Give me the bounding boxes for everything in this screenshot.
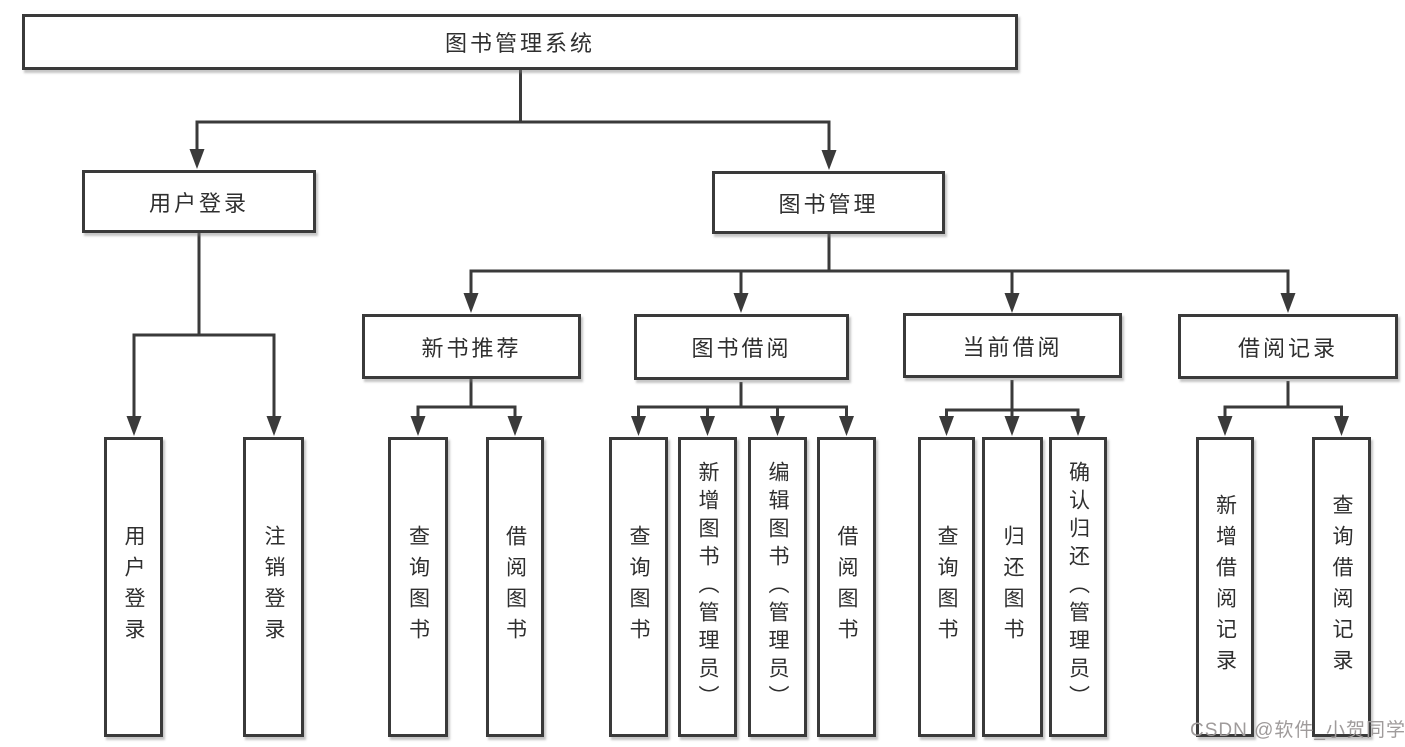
node-root-label: 图书管理系统: [444, 31, 595, 56]
leaf-label: 借阅图书: [835, 525, 858, 649]
arrow-down-icon: [266, 416, 282, 436]
node-borrow-records-label: 借阅记录: [1237, 335, 1338, 361]
arrow-down-icon: [1004, 416, 1020, 436]
leaf-label: 查询图书: [935, 525, 958, 649]
node-current-borrow: 当前借阅: [903, 313, 1122, 378]
book-borrow-connector: [631, 382, 854, 436]
node-borrow-records: 借阅记录: [1178, 314, 1398, 379]
leaf-label: 确认归还（管理员）: [1066, 461, 1090, 713]
arrow-down-icon: [733, 293, 749, 313]
node-book-management-label: 图书管理: [778, 191, 879, 217]
leaf-query-books: 查询图书: [609, 437, 668, 737]
node-current-borrow-label: 当前借阅: [962, 334, 1063, 360]
leaf-query-books: 查询图书: [918, 437, 975, 737]
leaf-label: 查询图书: [627, 525, 650, 649]
leaf-logout: 注销登录: [243, 437, 304, 737]
leaf-label: 注销登录: [262, 525, 285, 649]
node-root: 图书管理系统: [22, 14, 1018, 70]
leaf-borrow-books: 借阅图书: [486, 437, 544, 737]
borrow-records-connector: [1217, 381, 1349, 436]
leaf-borrow-books: 借阅图书: [817, 437, 876, 737]
leaf-label: 用户登录: [122, 525, 145, 649]
new-book-recommend-connector: [410, 379, 523, 436]
current-borrow-connector: [939, 380, 1086, 436]
node-user-login-label: 用户登录: [148, 190, 249, 216]
arrow-down-icon: [507, 416, 523, 436]
leaf-label: 借阅图书: [503, 525, 527, 649]
node-book-borrow: 图书借阅: [634, 314, 849, 380]
node-book-management: 图书管理: [712, 171, 945, 234]
leaf-user-login: 用户登录: [104, 437, 163, 737]
root-connector: [189, 70, 837, 170]
arrow-down-icon: [939, 416, 954, 436]
node-new-book-recommend: 新书推荐: [362, 314, 581, 379]
leaf-add-borrow-record: 新增借阅记录: [1196, 437, 1254, 737]
arrow-down-icon: [189, 149, 205, 169]
arrow-down-icon: [770, 416, 785, 436]
leaf-query-borrow-record: 查询借阅记录: [1312, 437, 1371, 737]
leaf-label: 归还图书: [1001, 525, 1024, 649]
leaf-label: 新增借阅记录: [1213, 494, 1237, 680]
node-book-borrow-label: 图书借阅: [691, 336, 792, 361]
leaf-label: 查询图书: [406, 525, 430, 649]
arrow-down-icon: [126, 416, 142, 436]
arrow-down-icon: [1280, 293, 1296, 313]
leaf-add-books-admin: 新增图书（管理员）: [678, 437, 737, 737]
user-login-connector: [126, 233, 282, 436]
node-user-login: 用户登录: [82, 170, 316, 233]
arrow-down-icon: [1334, 416, 1349, 436]
arrow-down-icon: [839, 416, 854, 436]
book-management-connector: [463, 234, 1296, 313]
arrow-down-icon: [410, 416, 426, 436]
leaf-edit-books-admin: 编辑图书（管理员）: [748, 437, 807, 737]
arrow-down-icon: [1004, 293, 1020, 313]
leaf-query-books: 查询图书: [388, 437, 448, 737]
arrow-down-icon: [463, 293, 479, 313]
arrow-down-icon: [1070, 416, 1086, 436]
arrow-down-icon: [631, 416, 646, 436]
leaf-label: 新增图书（管理员）: [696, 461, 719, 713]
node-new-book-recommend-label: 新书推荐: [421, 335, 522, 361]
arrow-down-icon: [700, 416, 715, 436]
arrow-down-icon: [1217, 416, 1233, 436]
leaf-label: 查询借阅记录: [1330, 494, 1353, 680]
arrow-down-icon: [821, 150, 837, 170]
leaf-label: 编辑图书（管理员）: [766, 461, 789, 713]
leaf-return-books: 归还图书: [982, 437, 1043, 737]
leaf-confirm-return-admin: 确认归还（管理员）: [1049, 437, 1107, 737]
watermark: CSDN @软件_小贺同学: [1190, 720, 1405, 741]
